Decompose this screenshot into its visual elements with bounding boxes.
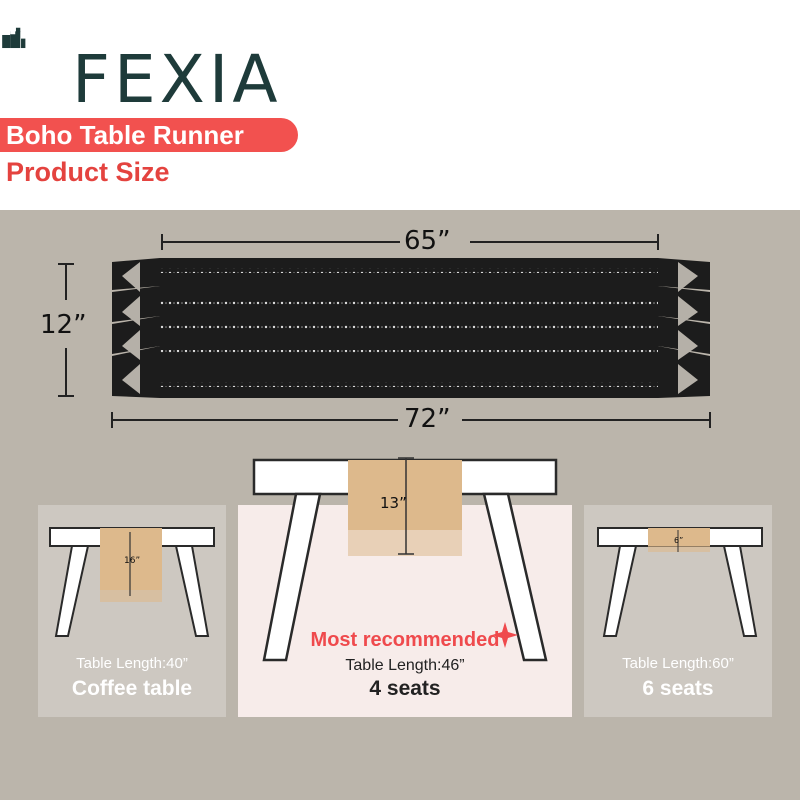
- table-name: 6 seats: [642, 677, 714, 700]
- dimension-line-72: [111, 412, 711, 428]
- four-runner-drop: [348, 457, 462, 556]
- dim-label-72: 72”: [404, 404, 451, 434]
- dimension-line-65: [161, 234, 659, 250]
- table-length-label: Table Length:40”: [76, 655, 188, 672]
- drop-label-six: 6”: [674, 536, 684, 545]
- six-seat-table-illustration: [597, 527, 763, 637]
- card-coffee: Table Length:40” Coffee table: [38, 505, 226, 717]
- most-recommended-label: Most recommended: [310, 629, 500, 651]
- sparkle-icon: [492, 622, 518, 648]
- table-length-label: Table Length:60”: [622, 655, 734, 672]
- section-subtitle: Product Size: [6, 157, 170, 187]
- drop-label-four: 13”: [380, 494, 407, 512]
- brand-name: FEXIA: [72, 41, 282, 118]
- six-runner-drop: [648, 528, 710, 552]
- table-name: Coffee table: [71, 677, 193, 700]
- runner-fringe-left: [112, 258, 160, 398]
- dim-label-12: 12”: [40, 310, 87, 340]
- product-badge: Boho Table Runner: [0, 118, 298, 152]
- table-name: 4 seats: [369, 677, 441, 700]
- fexia-logo-icon: [2, 27, 26, 49]
- coffee-runner-drop: [100, 528, 162, 602]
- table-length-label: Table Length:46”: [345, 657, 465, 674]
- card-four: Most recommended Table Length:46” 4 seat…: [238, 505, 572, 717]
- card-six: Table Length:60” 6 seats: [584, 505, 772, 717]
- runner-fringe-right: [658, 258, 710, 398]
- dim-label-65: 65”: [404, 226, 451, 256]
- drop-label-coffee: 16”: [124, 556, 141, 566]
- dimension-line-12: [58, 263, 74, 397]
- badge-label: Boho Table Runner: [6, 120, 244, 150]
